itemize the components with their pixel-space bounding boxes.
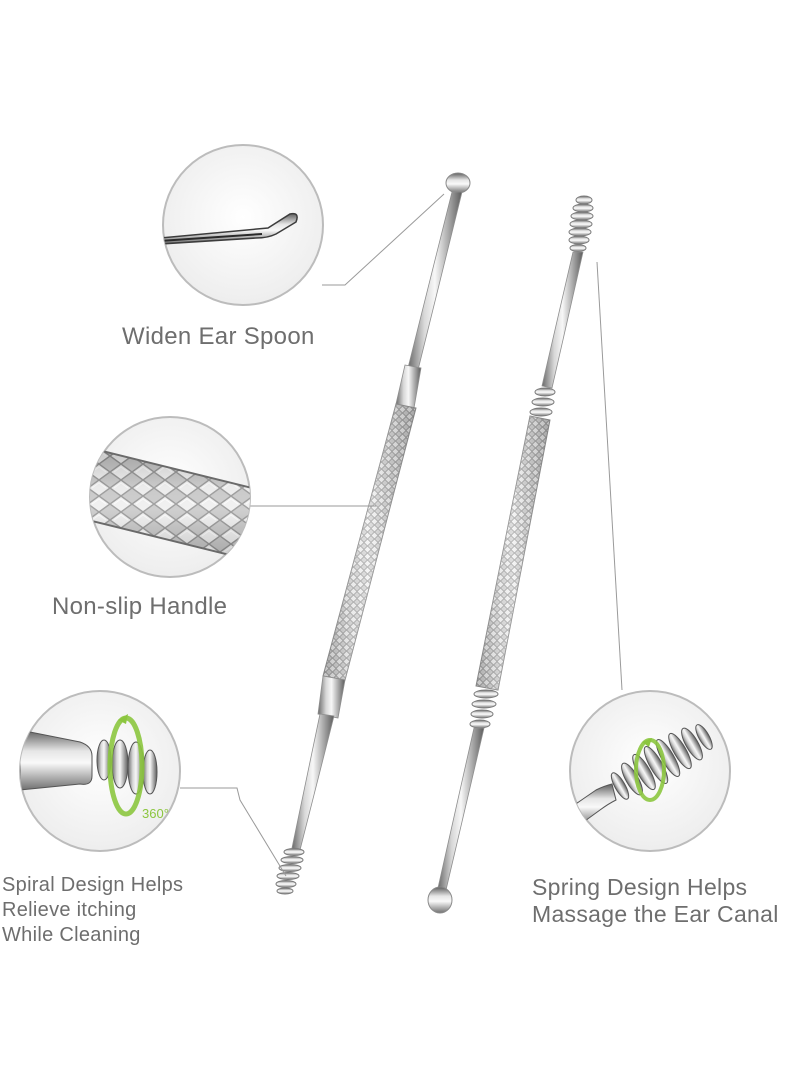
spiral-tip-icon <box>275 848 305 895</box>
widen-ear-spoon-label: Widen Ear Spoon <box>122 323 315 350</box>
leader-spiral <box>180 787 287 877</box>
spring-detail-circle <box>569 690 731 852</box>
rotation-badge: 360° <box>142 806 169 821</box>
callout-leaders <box>180 193 623 877</box>
spiral-label-line-3: While Cleaning <box>2 924 141 946</box>
spring-tip-icon <box>568 195 594 252</box>
spiral-label-line-2: Relieve itching <box>2 899 137 921</box>
left-ear-pick-tool <box>275 172 471 895</box>
spiral-design-label: Spiral Design Helps Relieve itching Whil… <box>2 873 183 948</box>
leader-spring <box>596 261 623 691</box>
spiral-label-line-1: Spiral Design Helps <box>2 874 184 896</box>
leader-spoon <box>322 193 445 286</box>
spring-label-line-2: Massage the Ear Canal <box>532 901 779 927</box>
right-ear-pick-tool <box>427 195 594 914</box>
handle-detail-circle <box>89 416 251 578</box>
spoon-detail-circle <box>162 144 324 306</box>
spoon-tip-icon <box>445 172 471 194</box>
non-slip-handle-label: Non-slip Handle <box>52 593 228 620</box>
spiral-detail-circle: 360° <box>19 690 181 852</box>
bottom-spoon-tip-icon <box>427 886 453 914</box>
spring-label-line-1: Spring Design Helps <box>532 874 748 900</box>
spring-design-label: Spring Design Helps Massage the Ear Cana… <box>532 874 779 928</box>
